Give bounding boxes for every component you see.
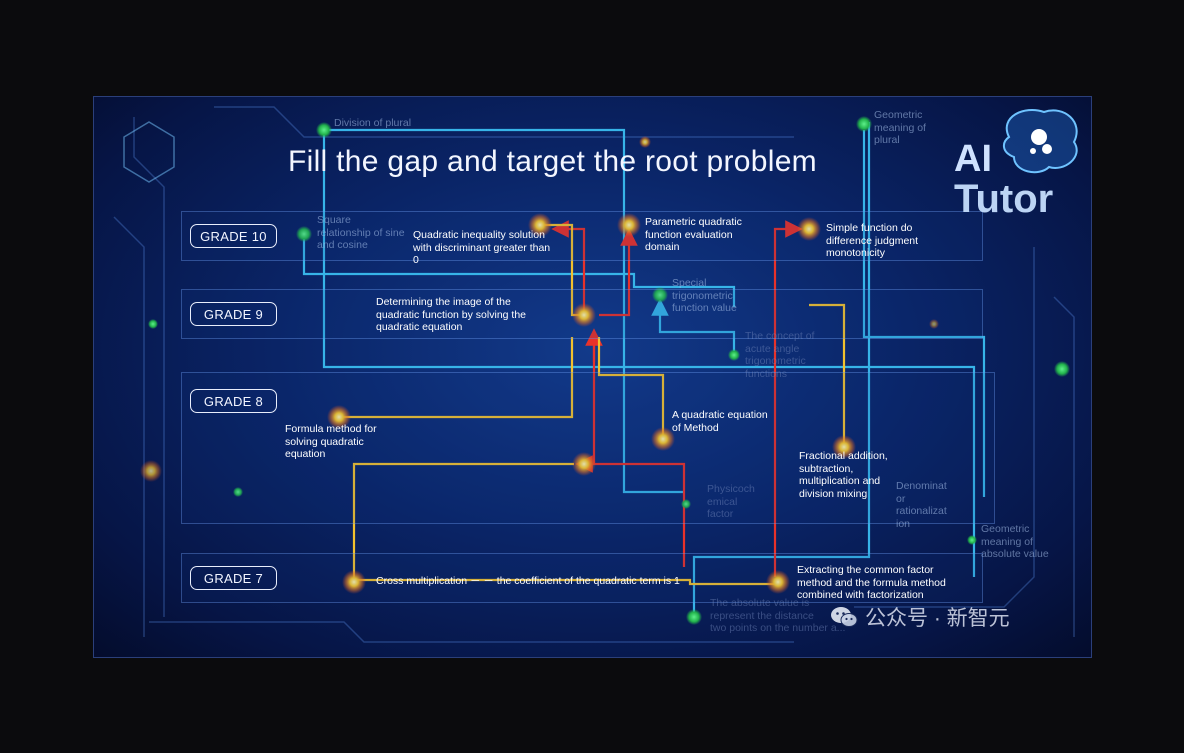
node-extracting[interactable]: Extracting the common factor method and … xyxy=(797,564,946,601)
node-denominator[interactable]: Denominat or rationalizat ion xyxy=(896,480,947,530)
wechat-icon xyxy=(831,607,858,627)
logo-tutor: Tutor xyxy=(954,177,1054,221)
band-grade-9 xyxy=(181,289,983,339)
node-determining-image[interactable]: Determining the image of the quadratic f… xyxy=(376,296,527,333)
watermark-text: 公众号 · 新智元 xyxy=(865,607,1010,630)
slide: GRADE 10 GRADE 9 GRADE 8 GRADE 7 Fill th… xyxy=(93,96,1092,658)
node-geometric-meaning-plural[interactable]: Geometric meaning of plural xyxy=(874,109,926,146)
circuit-decoration xyxy=(113,106,1075,643)
grade-8-label: GRADE 8 xyxy=(190,389,277,413)
grade-7-label: GRADE 7 xyxy=(190,566,277,590)
node-physicochemical[interactable]: Physicoch emical factor xyxy=(707,483,755,520)
yellow-connectors xyxy=(339,223,846,586)
slide-title: Fill the gap and target the root problem xyxy=(288,145,817,178)
node-cross-multiplication[interactable]: Cross multiplication － － the coefficient… xyxy=(376,575,680,587)
grade-9-label: GRADE 9 xyxy=(190,302,277,326)
band-grade-8 xyxy=(181,372,995,524)
band-grade-10 xyxy=(181,211,983,261)
logo-ai: AI xyxy=(954,138,992,180)
node-square-relationship[interactable]: Square relationship of sine and cosine xyxy=(317,214,405,251)
knowledge-graph-lines xyxy=(113,106,1078,643)
node-fractional[interactable]: Fractional addition, subtraction, multip… xyxy=(799,450,888,500)
glow-nodes xyxy=(140,136,939,594)
watermark: 公众号 · 新智元 xyxy=(829,602,1010,632)
node-formula-method[interactable]: Formula method for solving quadratic equ… xyxy=(285,423,377,460)
node-parametric-quadratic[interactable]: Parametric quadratic function evaluation… xyxy=(645,216,742,253)
blue-connectors xyxy=(302,122,986,617)
node-acute-angle[interactable]: The concept of acute angle trigonometric… xyxy=(745,330,815,380)
node-geometric-abs[interactable]: Geometric meaning of absolute value xyxy=(981,523,1049,560)
node-quadratic-method[interactable]: A quadratic equation of Method xyxy=(672,409,768,434)
node-absolute-value-repr[interactable]: The absolute value is represent the dist… xyxy=(710,597,846,634)
node-special-trig[interactable]: Special trigonometric function value xyxy=(672,277,737,314)
node-division-of-plural[interactable]: Division of plural xyxy=(334,117,412,129)
node-simple-function[interactable]: Simple function do difference judgment m… xyxy=(826,222,919,259)
grade-10-label: GRADE 10 xyxy=(190,224,277,248)
red-connectors xyxy=(551,220,803,577)
band-grade-7 xyxy=(181,553,983,603)
brain-icon xyxy=(1003,109,1078,174)
node-quadratic-inequality[interactable]: Quadratic inequality solution with discr… xyxy=(413,229,551,266)
green-nodes xyxy=(148,116,1070,625)
